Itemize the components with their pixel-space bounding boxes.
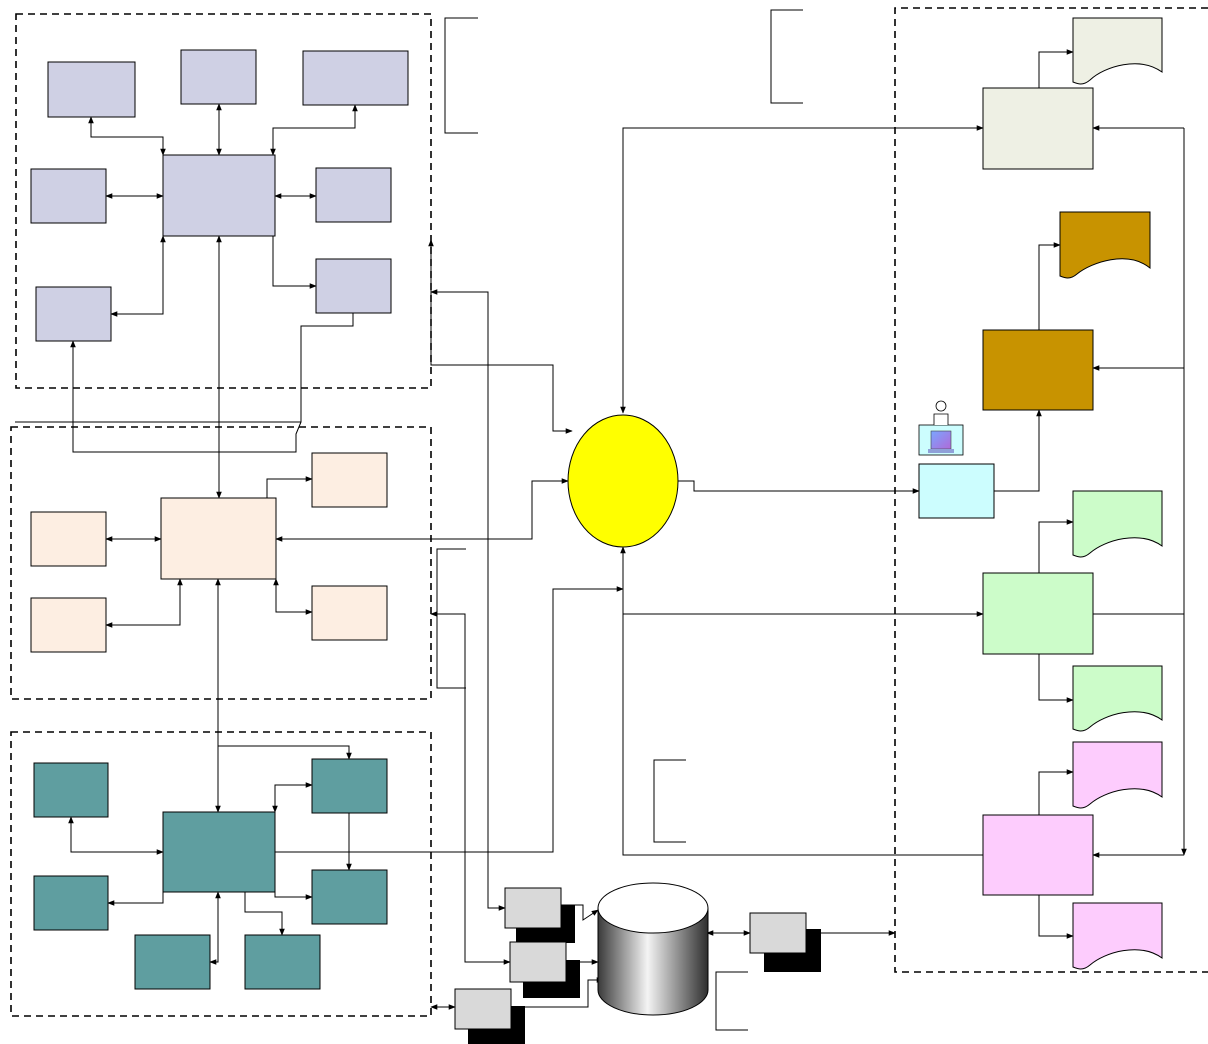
connector <box>105 578 183 628</box>
green-output-box <box>982 572 1094 655</box>
connector <box>1038 654 1074 703</box>
peach-box-1 <box>311 452 388 508</box>
peach-box-2 <box>30 511 107 567</box>
peach-box-4 <box>311 585 388 641</box>
bottom-left-group-border <box>10 731 432 1017</box>
green-document-icon-2 <box>1072 665 1163 732</box>
connector <box>428 239 573 434</box>
bracket-annotation-lower-center <box>653 759 686 843</box>
database-cylinder-icon <box>597 882 709 1016</box>
bracket-annotation-top <box>444 17 478 134</box>
bracket-annotation-top-center <box>770 9 803 104</box>
connector <box>244 892 285 936</box>
central-hub <box>567 414 679 548</box>
lavender-box-3 <box>302 50 409 106</box>
lavender-box-5 <box>315 167 392 223</box>
server-node-2 <box>509 941 567 983</box>
lavender-box-6 <box>35 286 112 342</box>
lavender-box-7 <box>315 258 392 314</box>
pink-document-icon-2 <box>1072 902 1163 970</box>
peach-central-box <box>160 497 277 580</box>
top-left-group <box>30 49 409 342</box>
connector <box>218 745 352 760</box>
green-document-icon-1 <box>1072 490 1163 558</box>
connector <box>275 478 569 542</box>
bracket-annotation-database <box>715 971 748 1031</box>
teal-box-3 <box>33 875 109 931</box>
middle-left-group <box>30 452 388 653</box>
cyan-terminal-box <box>918 463 995 519</box>
right-output-group-border <box>894 7 1208 973</box>
lavender-central-box <box>162 154 276 237</box>
beige-document-icon <box>1072 17 1163 85</box>
connector <box>273 578 313 615</box>
server-node-1 <box>504 887 562 929</box>
pink-document-icon-1 <box>1072 741 1163 809</box>
peach-box-3 <box>30 597 107 653</box>
connector <box>994 409 1042 492</box>
bottom-left-group <box>33 758 388 990</box>
connector <box>110 235 166 317</box>
connector <box>1038 769 1074 815</box>
connector <box>275 586 624 853</box>
teal-box-5 <box>134 934 211 990</box>
teal-box-1 <box>33 762 109 818</box>
connector <box>622 614 983 856</box>
connector <box>620 546 984 617</box>
top-left-group-border <box>15 13 432 389</box>
bracket-annotation-middle <box>436 548 466 689</box>
teal-box-2 <box>311 758 388 814</box>
teal-central-box <box>162 811 276 893</box>
lavender-box-4 <box>30 168 107 224</box>
connector <box>88 116 166 156</box>
connector <box>1038 242 1061 330</box>
connector <box>272 236 317 289</box>
connector <box>266 476 313 498</box>
connector <box>430 289 506 911</box>
connector <box>678 480 920 494</box>
user-computer-icon <box>918 400 964 456</box>
connector <box>1038 49 1074 88</box>
connector <box>272 782 313 813</box>
connector <box>430 611 511 965</box>
connector <box>561 904 599 921</box>
beige-output-box <box>982 87 1094 170</box>
connector <box>1038 895 1074 939</box>
connector <box>511 977 604 1008</box>
server-node-4 <box>749 912 807 954</box>
lavender-box-2 <box>180 49 257 105</box>
connector <box>219 313 354 453</box>
connector <box>70 340 219 453</box>
gold-document-icon <box>1059 211 1151 279</box>
connector <box>68 816 164 855</box>
teal-box-6 <box>244 934 321 990</box>
connector <box>270 104 358 156</box>
connector <box>107 892 164 906</box>
connector <box>1038 519 1074 573</box>
lavender-box-1 <box>47 61 136 118</box>
connector <box>274 892 313 900</box>
connector <box>209 891 221 965</box>
gold-output-box <box>982 329 1094 411</box>
connector <box>620 125 984 414</box>
pink-output-box <box>982 814 1094 896</box>
server-node-3 <box>454 988 512 1030</box>
teal-box-4 <box>311 869 388 925</box>
